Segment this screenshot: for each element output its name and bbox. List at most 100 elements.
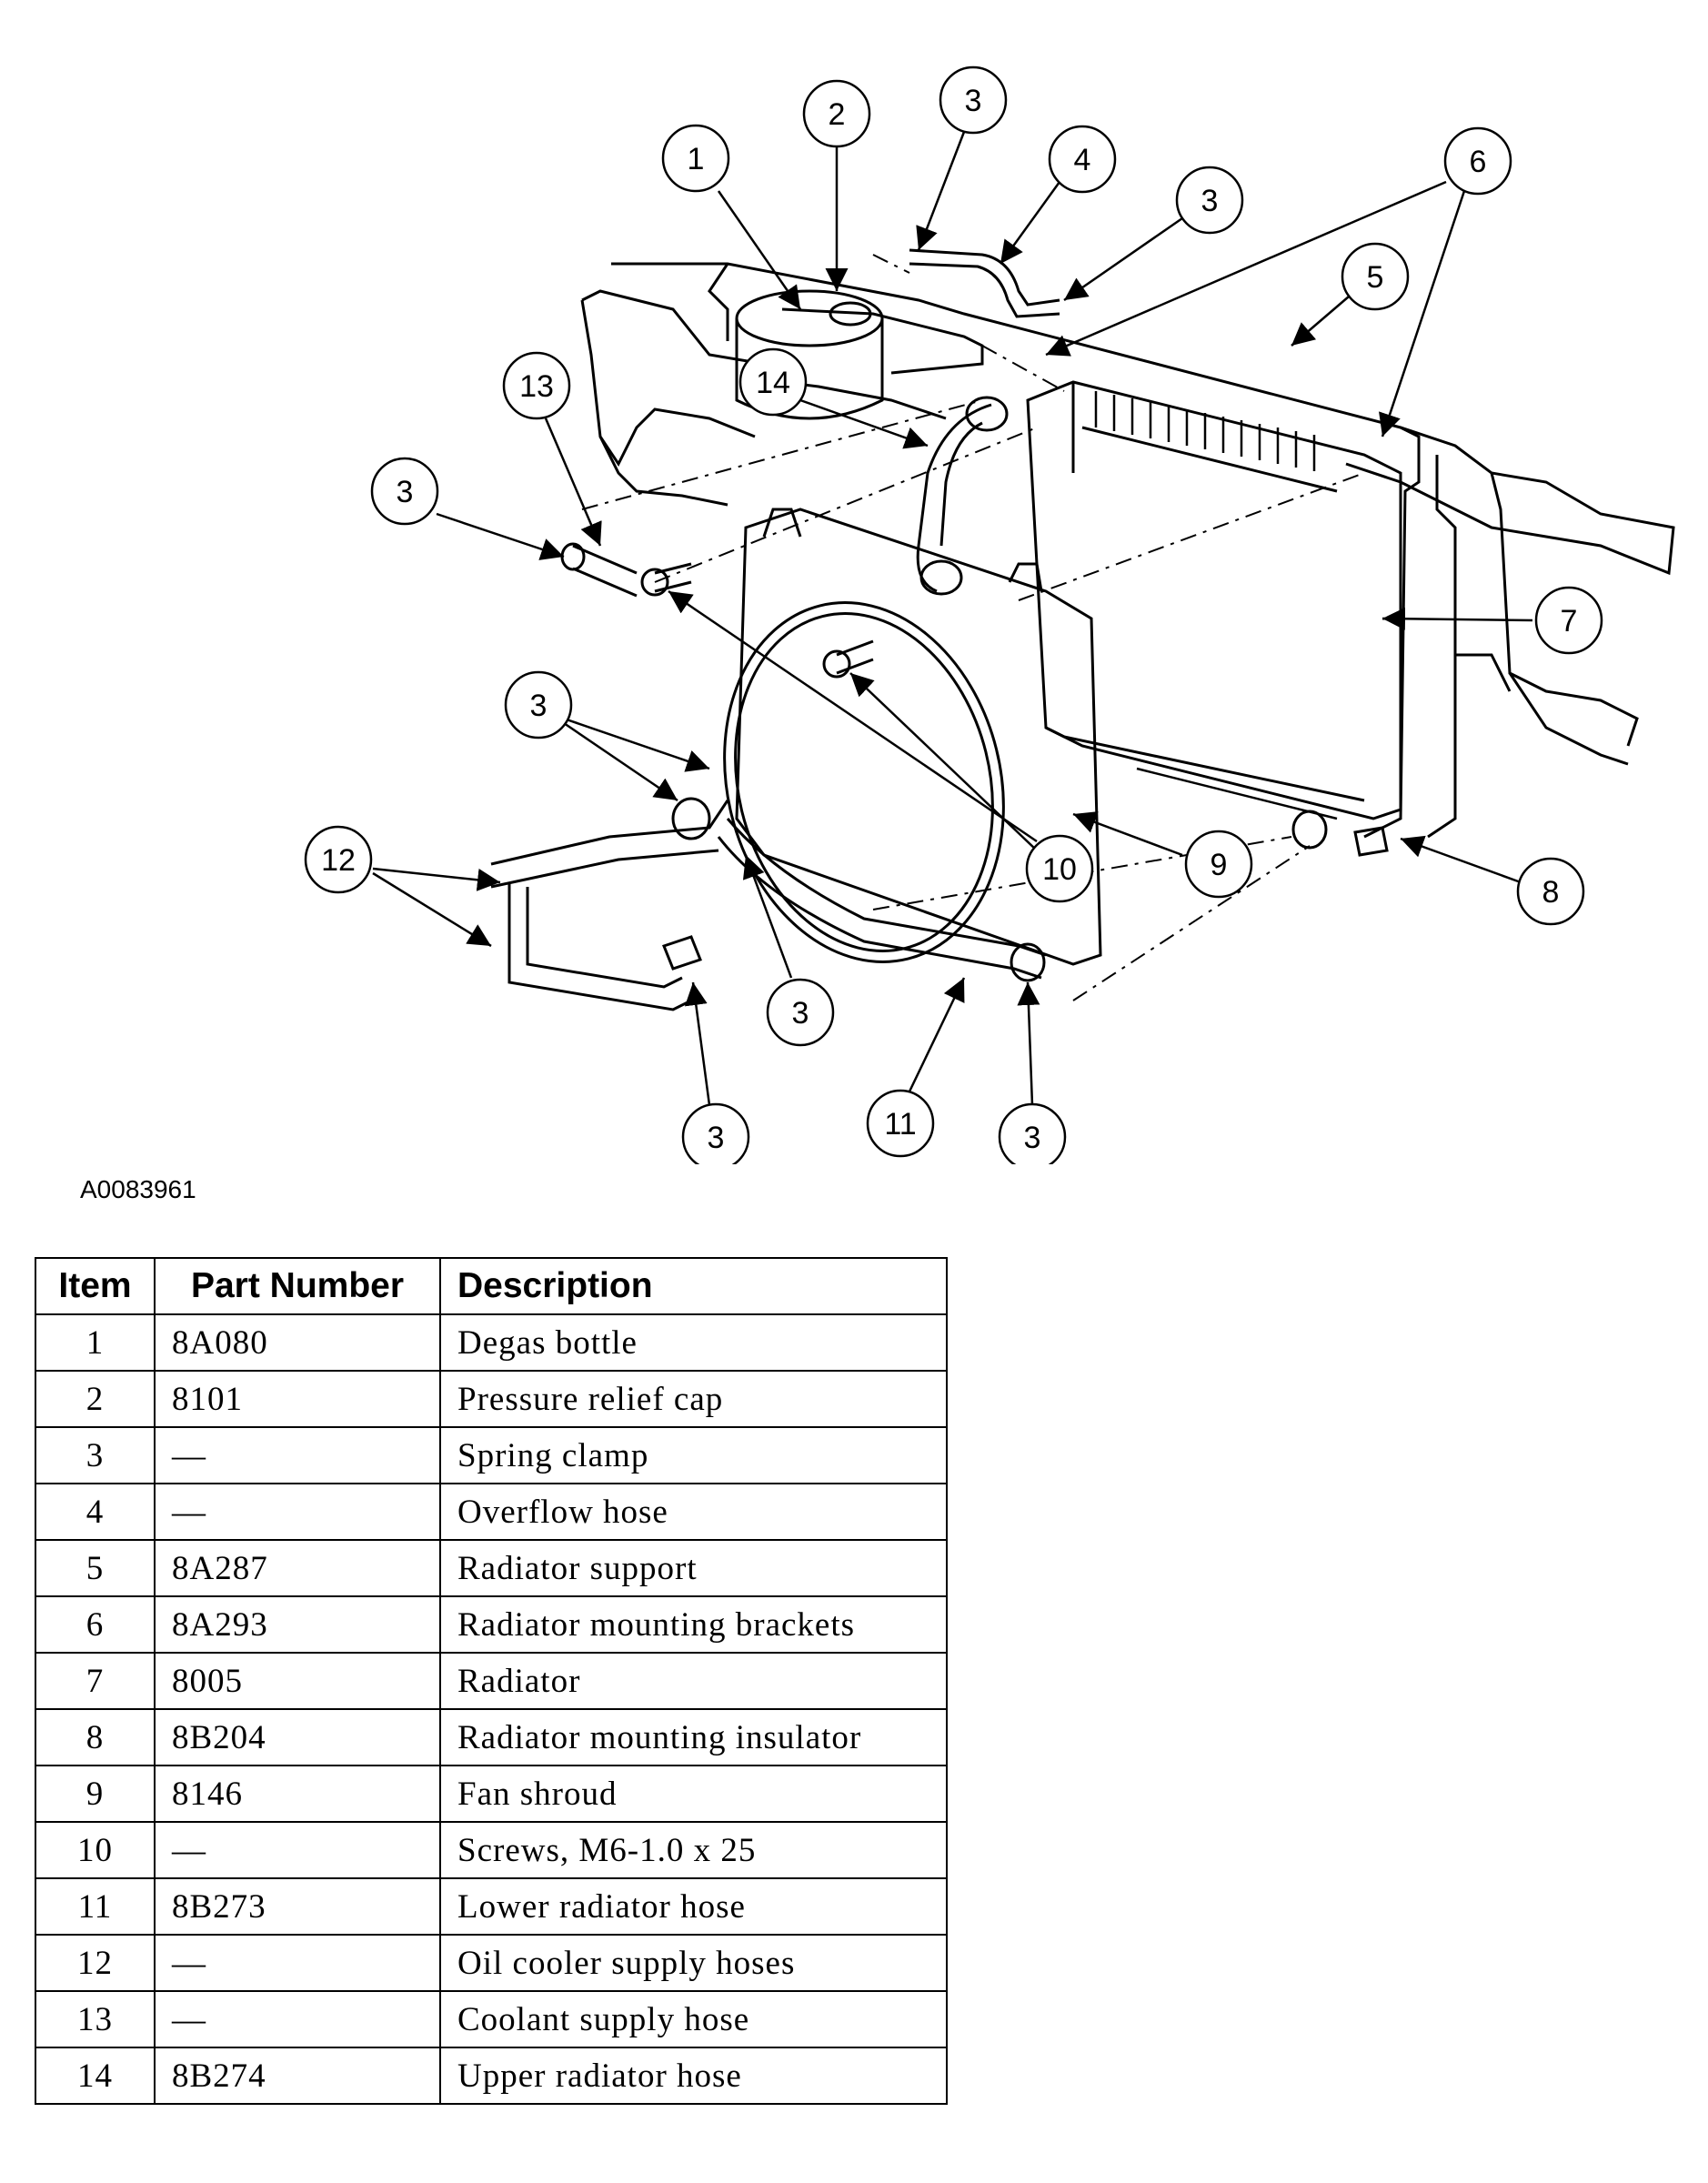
oil-cooler-supply-hoses xyxy=(490,797,729,1011)
radiator-core xyxy=(1026,380,1402,820)
callout-3g: 3 xyxy=(998,981,1067,1164)
item-cell: 1 xyxy=(35,1313,156,1372)
svg-text:10: 10 xyxy=(1042,852,1077,887)
coolant-supply-hose xyxy=(560,542,638,598)
header-part-number: Part Number xyxy=(154,1257,441,1315)
callout-2: 2 xyxy=(802,79,871,291)
svg-text:3: 3 xyxy=(530,689,548,723)
svg-text:3: 3 xyxy=(965,84,982,118)
part-number-cell: 8B273 xyxy=(154,1877,441,1936)
svg-text:8: 8 xyxy=(1542,875,1560,910)
figure-id: A0083961 xyxy=(80,1175,196,1203)
description-cell: Lower radiator hose xyxy=(439,1877,948,1936)
callout-1: 1 xyxy=(661,124,802,310)
svg-text:5: 5 xyxy=(1367,260,1384,295)
fan-shroud xyxy=(723,508,1102,966)
part-number-cell: 8B204 xyxy=(154,1708,441,1766)
svg-text:6: 6 xyxy=(1470,145,1487,179)
svg-text:2: 2 xyxy=(829,97,846,132)
callout-5: 5 xyxy=(1291,242,1410,347)
callout-8: 8 xyxy=(1400,835,1585,926)
part-number-cell: — xyxy=(154,1934,441,1992)
description-cell: Overflow hose xyxy=(439,1483,948,1541)
radiator-fins xyxy=(1094,391,1338,820)
item-cell: 14 xyxy=(35,2047,156,2105)
svg-text:4: 4 xyxy=(1074,143,1091,177)
radiator-mounting-insulator xyxy=(1291,810,1389,857)
svg-text:14: 14 xyxy=(756,366,790,400)
svg-text:3: 3 xyxy=(1201,184,1219,218)
item-cell: 12 xyxy=(35,1934,156,1992)
exploded-view-diagram: 1 2 3 4 3 6 5 xyxy=(304,65,1675,1164)
description-cell: Screws, M6-1.0 x 25 xyxy=(439,1821,948,1879)
svg-text:13: 13 xyxy=(519,369,554,404)
description-cell: Pressure relief cap xyxy=(439,1370,948,1428)
svg-text:3: 3 xyxy=(708,1121,725,1155)
part-number-cell: 8B274 xyxy=(154,2047,441,2105)
svg-text:11: 11 xyxy=(884,1107,916,1142)
callout-10: 10 xyxy=(668,589,1094,903)
part-number-cell: 8A080 xyxy=(154,1313,441,1372)
callout-9: 9 xyxy=(1072,811,1253,899)
description-cell: Radiator mounting brackets xyxy=(439,1595,948,1654)
callout-13: 13 xyxy=(502,351,602,547)
callout-3a: 3 xyxy=(916,65,1008,251)
callout-4: 4 xyxy=(999,125,1117,265)
item-cell: 9 xyxy=(35,1765,156,1823)
table-row: 3—Spring clamp xyxy=(35,1426,948,1484)
item-cell: 7 xyxy=(35,1652,156,1710)
callout-11: 11 xyxy=(866,977,966,1158)
description-cell: Radiator mounting insulator xyxy=(439,1708,948,1766)
item-cell: 4 xyxy=(35,1483,156,1541)
radiator-support xyxy=(580,262,1675,839)
part-number-cell: — xyxy=(154,1990,441,2048)
callout-12: 12 xyxy=(304,825,501,948)
header-description: Description xyxy=(439,1257,948,1315)
item-cell: 5 xyxy=(35,1539,156,1597)
part-number-cell: 8101 xyxy=(154,1370,441,1428)
table-row: 10—Screws, M6-1.0 x 25 xyxy=(35,1821,948,1879)
svg-text:3: 3 xyxy=(792,996,809,1031)
description-cell: Spring clamp xyxy=(439,1426,948,1484)
item-cell: 11 xyxy=(35,1877,156,1936)
svg-text:12: 12 xyxy=(321,843,356,878)
description-cell: Upper radiator hose xyxy=(439,2047,948,2105)
svg-text:9: 9 xyxy=(1211,848,1228,882)
degas-bottle xyxy=(735,289,984,420)
callout-6: 6 xyxy=(1045,126,1512,438)
svg-text:3: 3 xyxy=(397,475,414,509)
table-row: 13—Coolant supply hose xyxy=(35,1990,948,2048)
part-number-cell: — xyxy=(154,1821,441,1879)
description-cell: Oil cooler supply hoses xyxy=(439,1934,948,1992)
callout-3d: 3 xyxy=(504,670,710,802)
svg-text:3: 3 xyxy=(1024,1121,1041,1155)
callout-3e: 3 xyxy=(742,854,835,1047)
screws xyxy=(640,562,874,679)
svg-text:7: 7 xyxy=(1561,604,1578,639)
svg-text:1: 1 xyxy=(688,142,705,176)
item-cell: 3 xyxy=(35,1426,156,1484)
item-cell: 10 xyxy=(35,1821,156,1879)
table-header-row: Item Part Number Description xyxy=(35,1257,948,1315)
callout-14: 14 xyxy=(738,347,929,449)
item-cell: 2 xyxy=(35,1370,156,1428)
callout-3c: 3 xyxy=(370,457,565,560)
part-number-cell: 8146 xyxy=(154,1765,441,1823)
table-row: 4—Overflow hose xyxy=(35,1483,948,1541)
header-item: Item xyxy=(35,1257,156,1315)
part-number-cell: 8005 xyxy=(154,1652,441,1710)
callout-3f: 3 xyxy=(681,981,750,1164)
part-number-cell: 8A287 xyxy=(154,1539,441,1597)
table-row: 12—Oil cooler supply hoses xyxy=(35,1934,948,1992)
item-cell: 8 xyxy=(35,1708,156,1766)
description-cell: Coolant supply hose xyxy=(439,1990,948,2048)
